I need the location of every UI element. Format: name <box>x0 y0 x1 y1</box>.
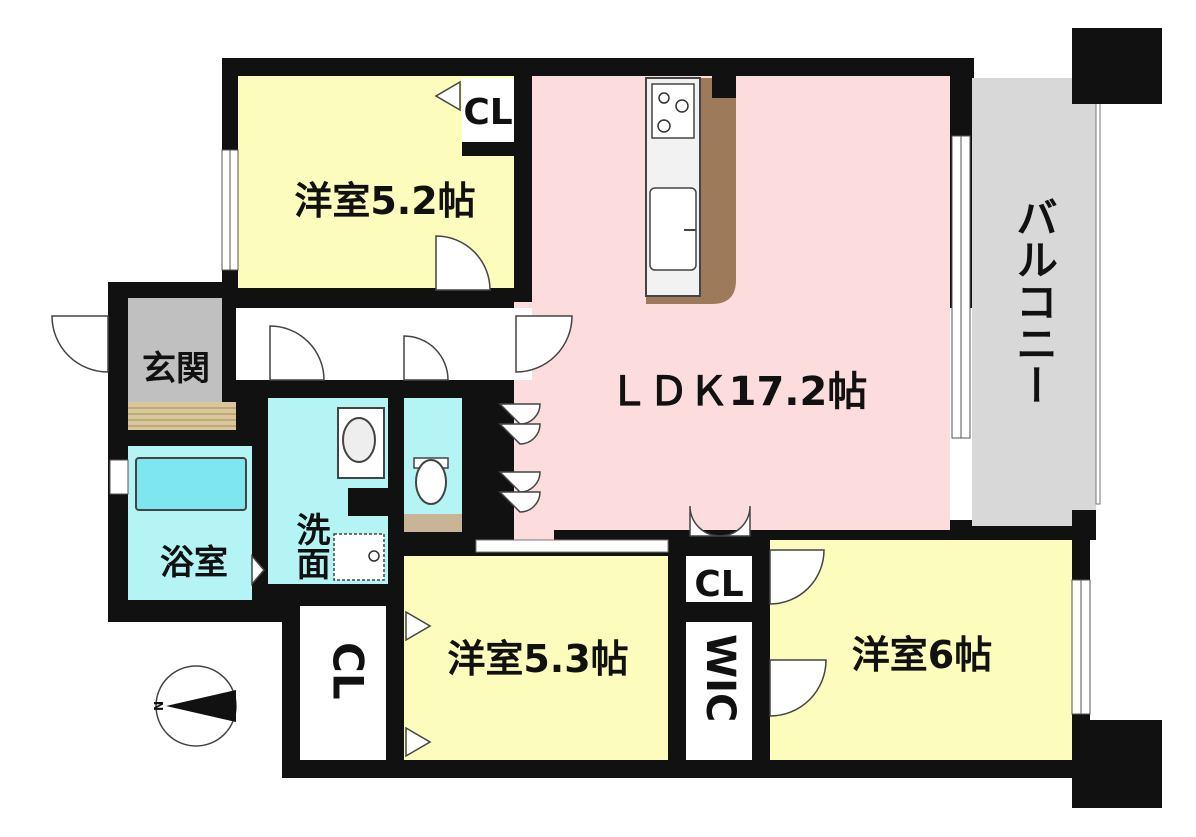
entrance-floor <box>128 298 222 402</box>
burner-icon <box>675 99 689 113</box>
western-room-1-label: 洋室5.2帖 <box>294 179 475 223</box>
burner-icon <box>657 119 671 133</box>
compass-north-label: N <box>152 701 166 711</box>
ldk-room <box>532 76 950 530</box>
western-room-2 <box>404 556 668 760</box>
room3-door[interactable] <box>769 549 825 605</box>
washroom-label: 洗面 <box>290 512 330 580</box>
pillar-top-right <box>1072 28 1162 104</box>
closet-top-wall <box>462 142 514 156</box>
closet-top-label: CL <box>463 92 512 133</box>
closet-mid <box>686 556 752 602</box>
closet-mid-label: CL <box>694 564 743 605</box>
walk-in-closet <box>686 622 752 760</box>
closet-top-door[interactable] <box>434 80 461 112</box>
balcony-rail <box>1095 99 1101 505</box>
closet-left-door[interactable] <box>405 610 432 642</box>
western-room-3 <box>770 540 1072 760</box>
wic-label: WIC <box>697 634 743 722</box>
ldk-door[interactable] <box>515 315 573 373</box>
cooktop <box>651 83 695 139</box>
storage-door[interactable] <box>498 491 541 513</box>
entrance-door[interactable] <box>51 315 109 373</box>
western-room-2-label: 洋室5.3帖 <box>447 637 628 681</box>
pillar-bottom-right <box>1072 720 1162 808</box>
bath-door[interactable] <box>251 553 265 587</box>
closet-left-door[interactable] <box>405 726 432 758</box>
kitchen-wall-piece <box>712 70 736 98</box>
washing-machine-pan <box>333 533 385 581</box>
room1-door[interactable] <box>435 235 491 291</box>
sliding-partition <box>475 539 669 553</box>
closet-left <box>300 606 386 760</box>
compass-needle <box>166 690 236 722</box>
entrance-step <box>128 402 236 430</box>
compass: N <box>152 665 237 747</box>
toilet-door[interactable] <box>403 335 449 381</box>
western-room-3-label: 洋室6帖 <box>852 633 992 677</box>
toilet-floor <box>404 514 462 532</box>
storage-door[interactable] <box>498 423 541 445</box>
entrance-label: 玄関 <box>142 349 210 389</box>
drain-icon <box>368 550 380 562</box>
bath-label: 浴室 <box>160 543 228 583</box>
washroom-shelf <box>348 488 388 516</box>
closet-mid-door[interactable] <box>719 505 751 537</box>
toilet-icon <box>415 459 447 505</box>
ldk-label: ＬＤＫ17.2帖 <box>609 369 868 415</box>
balcony <box>972 78 1096 526</box>
closet-left-label: CL <box>324 642 373 700</box>
closet-top <box>462 78 514 142</box>
bath-window <box>109 459 129 495</box>
entrance-step-lines <box>128 407 236 427</box>
burner-icon <box>658 92 670 104</box>
bathtub <box>135 457 247 511</box>
balcony-end-wall <box>1072 510 1096 540</box>
balcony-label: バルコニー <box>1010 196 1059 406</box>
wic-door[interactable] <box>769 659 827 717</box>
washroom-door[interactable] <box>269 325 325 381</box>
wash-basin-icon <box>342 417 376 463</box>
closet-mid-door[interactable] <box>689 505 721 537</box>
